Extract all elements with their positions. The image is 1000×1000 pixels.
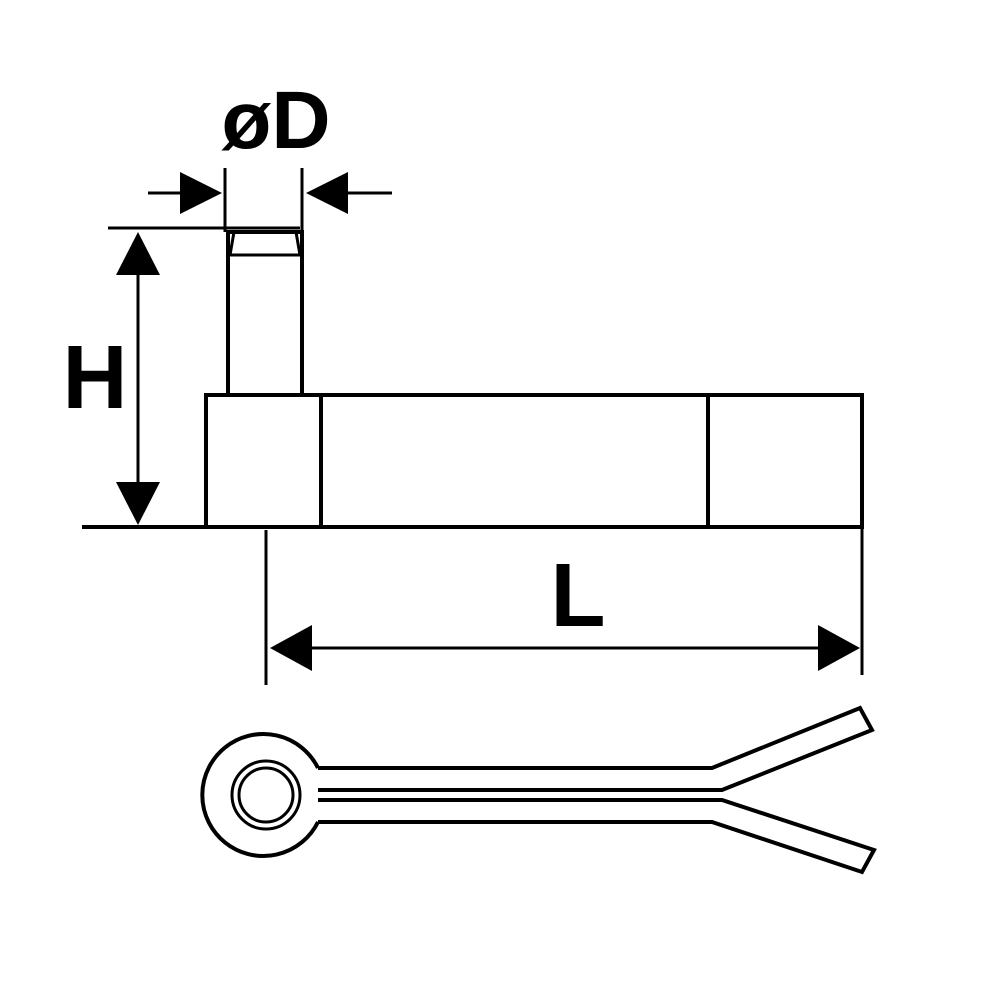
pin-body — [204, 393, 864, 529]
pin-stub — [226, 230, 304, 395]
length-label: L — [551, 546, 606, 646]
length-dimension — [264, 527, 864, 685]
cotter-pin-top-view — [200, 705, 877, 875]
diameter-label: øD — [221, 75, 330, 166]
height-label: H — [63, 328, 128, 428]
diameter-dimension — [148, 168, 392, 232]
height-dimension — [108, 226, 300, 525]
